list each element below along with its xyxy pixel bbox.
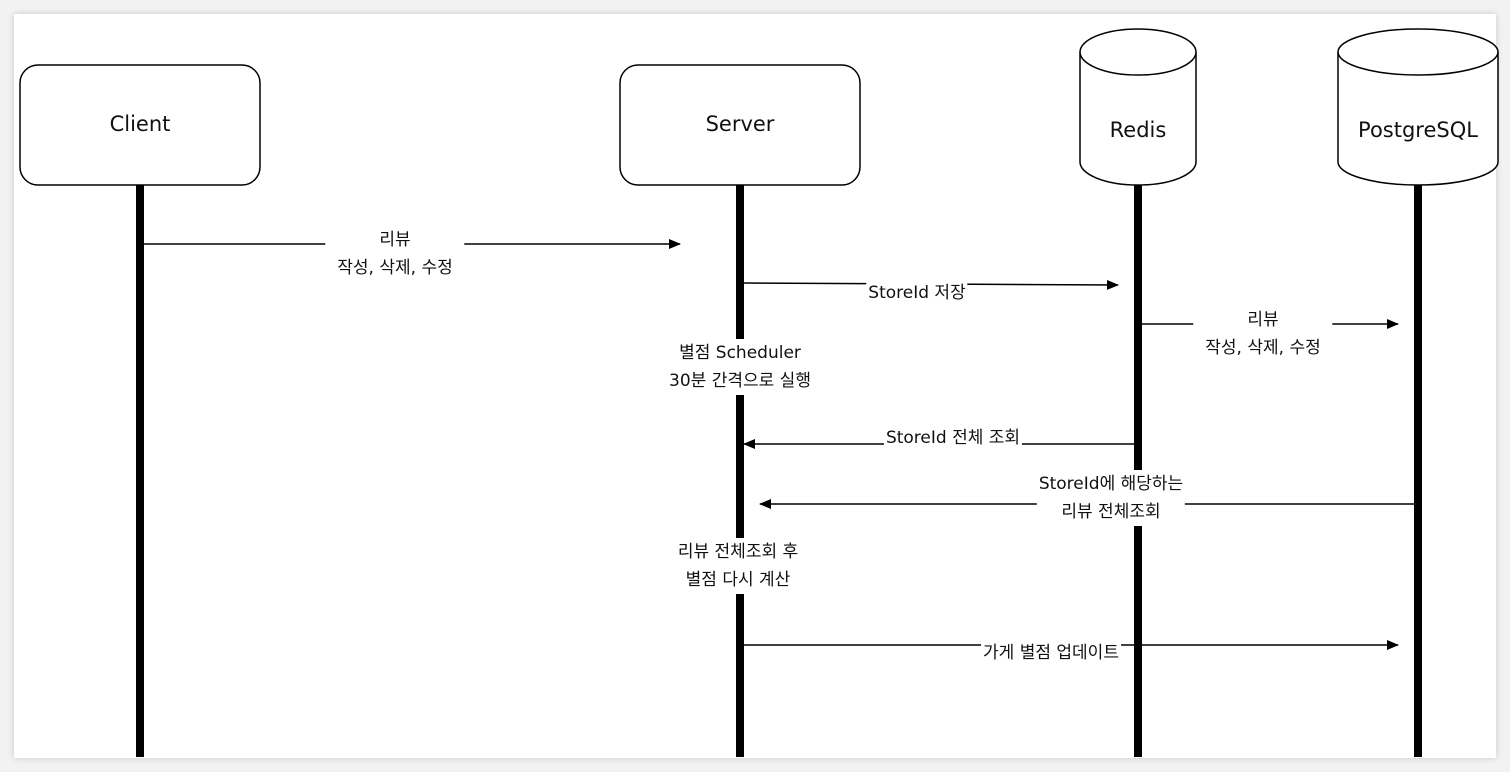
server-box <box>619 64 861 186</box>
message-label-m5: StoreId에 해당하는 리뷰 전체조회 <box>1036 470 1186 526</box>
postgres-label: PostgreSQL <box>1358 118 1478 142</box>
note-scheduler: 별점 Scheduler 30분 간격으로 실행 <box>667 339 813 395</box>
message-label-m3: 리뷰 작성, 삭제, 수정 <box>1193 306 1333 362</box>
client-box <box>19 64 261 186</box>
client-label: Client <box>109 112 171 136</box>
message-label-m2: StoreId 저장 <box>866 279 968 307</box>
server-label: Server <box>705 112 775 136</box>
postgres-cylinder <box>1337 28 1499 186</box>
message-label-m1: 리뷰 작성, 삭제, 수정 <box>325 226 465 282</box>
note-recalculate: 리뷰 전체조회 후 별점 다시 계산 <box>675 538 801 594</box>
message-label-m4: StoreId 전체 조회 <box>883 424 1023 452</box>
message-label-m6: 가게 별점 업데이트 <box>981 639 1121 667</box>
redis-label: Redis <box>1109 118 1167 142</box>
redis-cylinder <box>1079 28 1197 186</box>
